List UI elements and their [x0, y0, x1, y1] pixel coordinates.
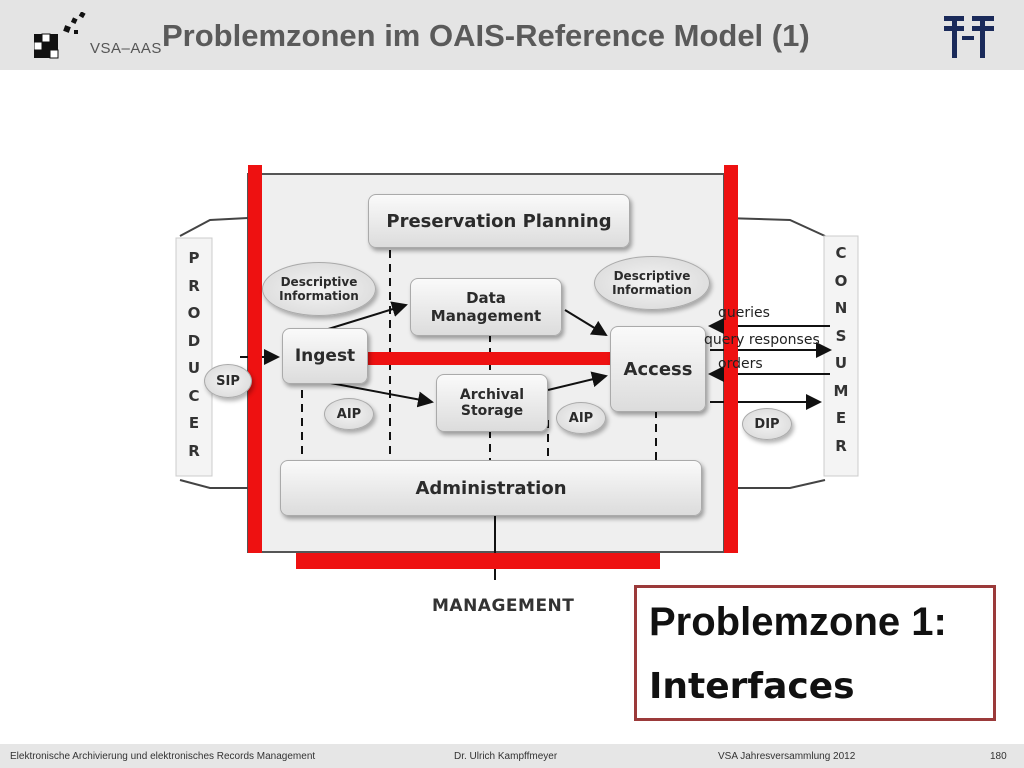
consumer-letter: C	[835, 244, 847, 262]
brand-name: VSA–AAS	[90, 40, 162, 57]
aip-label-right: AIP	[556, 402, 606, 434]
oais-diagram: P R O D U C E R C O N S U M E R Preserva…	[170, 150, 870, 620]
producer-letter: P	[188, 249, 200, 267]
producer-letter: D	[187, 331, 201, 350]
producer-letter: C	[188, 386, 200, 405]
callout-subtitle: Interfaces	[649, 666, 855, 707]
preservation-planning-box: Preservation Planning	[368, 194, 630, 248]
consumer-letter: U	[834, 354, 848, 372]
query-responses-label: query responses	[704, 332, 820, 348]
slide-footer: Elektronische Archivierung und elektroni…	[0, 744, 1024, 768]
administration-box: Administration	[280, 460, 702, 516]
problem-zone-callout: Problemzone 1: Interfaces	[634, 585, 996, 721]
producer-letter: O	[187, 304, 201, 322]
sip-label: SIP	[204, 364, 252, 398]
footer-author: Dr. Ulrich Kampffmeyer	[454, 751, 558, 762]
page-title: Problemzonen im OAIS-Reference Model (1)	[162, 18, 810, 53]
descriptive-info-right: Descriptive Information	[594, 256, 710, 310]
callout-title: Problemzone 1:	[649, 600, 947, 644]
aip-label-left: AIP	[324, 398, 374, 430]
consumer-letter: S	[835, 326, 847, 345]
producer-letter: U	[187, 359, 201, 377]
management-label: MANAGEMENT	[432, 596, 575, 616]
slide-header: VSA–AAS Problemzonen im OAIS-Reference M…	[0, 0, 1024, 70]
footer-event: VSA Jahresversammlung 2012	[718, 751, 856, 762]
descriptive-info-left: Descriptive Information	[262, 262, 376, 316]
consumer-label: C O N S U M E R	[824, 240, 858, 460]
producer-letter: R	[188, 276, 200, 295]
consumer-letter: O	[834, 271, 848, 290]
access-box: Access	[610, 326, 706, 412]
vsa-aas-logo	[34, 12, 86, 59]
orders-label: orders	[718, 356, 763, 372]
consumer-letter: E	[835, 409, 847, 427]
consumer-letter: N	[834, 299, 848, 317]
consumer-letter: R	[835, 436, 847, 455]
dip-label: DIP	[742, 408, 792, 440]
institution-logo	[944, 16, 994, 58]
queries-label: queries	[718, 305, 770, 321]
producer-letter: E	[188, 414, 200, 432]
archival-storage-box: Archival Storage	[436, 374, 548, 432]
producer-label: P R O D U C E R	[176, 245, 212, 465]
producer-letter: R	[188, 441, 200, 460]
footer-course: Elektronische Archivierung und elektroni…	[10, 751, 316, 762]
consumer-letter: M	[833, 381, 849, 400]
data-management-box: Data Management	[410, 278, 562, 336]
page-number: 180	[990, 751, 1007, 762]
ingest-box: Ingest	[282, 328, 368, 384]
